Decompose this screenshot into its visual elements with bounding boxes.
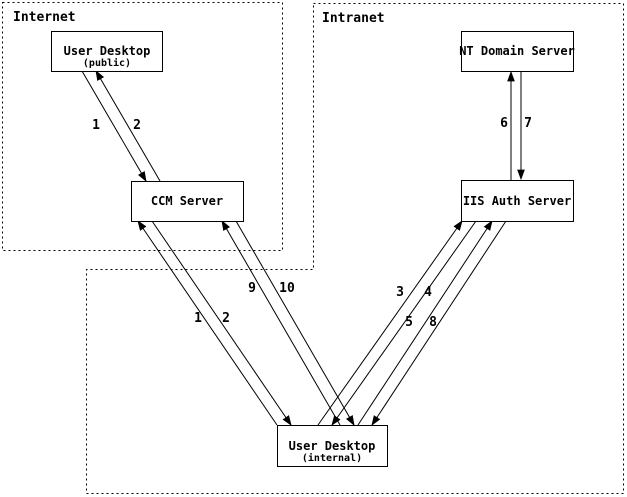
edge-public-desktop-ccm: 1 2 [81, 70, 161, 182]
edge-label-5: 5 [405, 315, 413, 330]
node-user-desktop-public: User Desktop (public) [51, 31, 163, 72]
edge-line-step-1 [81, 70, 147, 182]
edge-line-step-5 [357, 220, 493, 426]
edge-label-8: 8 [429, 315, 437, 330]
node-title: User Desktop [64, 44, 151, 58]
edge-internal-desktop-ccm-login: 1 2 [137, 220, 292, 426]
edge-label-2: 2 [133, 118, 141, 133]
node-title: IIS Auth Server [463, 194, 571, 208]
node-nt-domain-server: NT Domain Server [459, 31, 575, 72]
edge-internal-desktop-iis-auth: 3 4 [317, 220, 477, 426]
edge-label-3: 3 [396, 285, 404, 300]
edge-line-step-2 [151, 220, 292, 426]
node-title: CCM Server [151, 194, 223, 208]
node-title: User Desktop [289, 439, 376, 453]
edge-line-step-3 [317, 220, 463, 426]
edge-label-2: 2 [222, 311, 230, 326]
edge-line-step-10 [235, 220, 355, 426]
edge-line-step-2 [95, 70, 161, 182]
intranet-zone-border [86, 3, 624, 494]
node-box [461, 180, 574, 222]
intranet-zone-label: Intranet [322, 11, 385, 26]
edge-line-step-4 [331, 220, 477, 426]
edge-label-9: 9 [248, 281, 256, 296]
node-subtitle: (internal) [302, 452, 362, 464]
edge-line-step-9 [221, 220, 341, 426]
edge-iis-nt-domain: 6 7 [500, 70, 532, 181]
edge-internal-desktop-ccm-content: 9 10 [221, 220, 355, 426]
node-box [131, 181, 244, 222]
node-box [461, 31, 574, 72]
node-user-desktop-internal: User Desktop (internal) [277, 425, 388, 467]
node-box [51, 31, 163, 72]
edge-internal-desktop-iis-token: 5 8 [357, 220, 507, 426]
node-title: NT Domain Server [459, 44, 575, 58]
edge-label-1: 1 [194, 311, 202, 326]
edge-label-4: 4 [424, 285, 432, 300]
node-box [277, 425, 388, 467]
edge-line-step-1 [137, 220, 278, 426]
internet-zone-border [2, 2, 283, 251]
edge-label-10: 10 [279, 281, 295, 296]
node-subtitle: (public) [83, 57, 131, 69]
edge-label-7: 7 [524, 116, 532, 131]
node-ccm-server: CCM Server [131, 181, 244, 222]
edge-line-step-8 [371, 220, 507, 426]
edge-label-6: 6 [500, 116, 508, 131]
edge-label-1: 1 [92, 118, 100, 133]
node-iis-auth-server: IIS Auth Server [461, 180, 574, 222]
internet-zone-label: Internet [13, 10, 76, 25]
